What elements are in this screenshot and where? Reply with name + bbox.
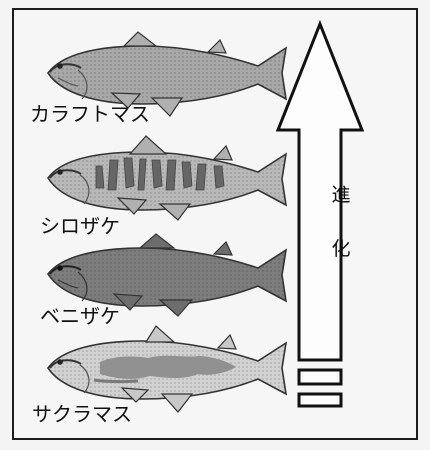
pink-salmon-label: カラフトマス [30,98,150,127]
cherry-salmon-label: サクラマス [32,398,132,427]
evolution-text-2: 化 [331,240,351,259]
evolution-text-1: 進 [331,186,351,205]
evolution-arrow [268,18,372,428]
